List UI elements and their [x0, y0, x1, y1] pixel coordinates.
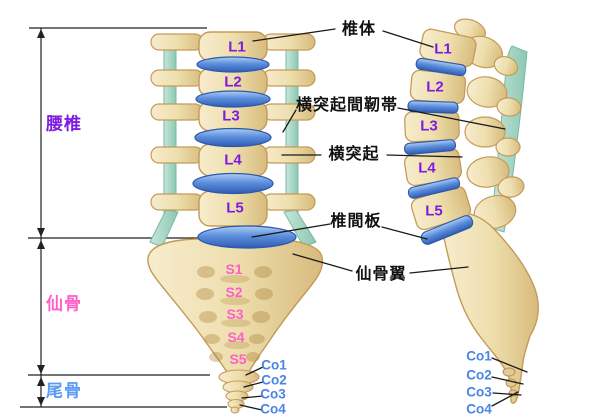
front-view-illustration: [147, 31, 324, 414]
leader-lines: [239, 28, 528, 411]
side-l3-label: L3: [420, 117, 438, 135]
side-co3-label: Co3: [466, 384, 492, 400]
front-l3-label: L3: [222, 107, 240, 125]
front-s4-label: S4: [227, 329, 245, 345]
sacral-foramina-icon: [196, 266, 273, 362]
label-transverse-process: 横突起: [328, 146, 380, 163]
front-s3-label: S3: [226, 306, 244, 322]
side-l4-label: L4: [418, 159, 436, 177]
label-sacral-ala: 仙骨翼: [355, 266, 407, 283]
front-l1-label: L1: [228, 38, 246, 56]
label-lumbar-region: 腰椎: [46, 114, 82, 134]
side-sacrum-coccyx-icon: [442, 212, 539, 404]
label-intertransverse-ligament: 横突起間靭帯: [295, 97, 399, 114]
front-co4-label: Co4: [260, 401, 286, 417]
front-l2-label: L2: [224, 73, 242, 91]
side-co1-label: Co1: [466, 348, 492, 364]
label-coccyx-region: 尾骨: [46, 381, 82, 401]
side-posterior-processes-icon: [453, 18, 525, 229]
side-co2-label: Co2: [466, 367, 492, 383]
front-co2-label: Co2: [261, 372, 287, 388]
front-s5-label: S5: [229, 351, 247, 367]
label-vertebral-body: 椎体: [341, 21, 377, 38]
side-view-illustration: [403, 18, 539, 404]
front-s1-label: S1: [225, 261, 243, 277]
label-intervertebral-disc: 椎間板: [330, 213, 382, 230]
front-s2-label: S2: [225, 284, 243, 300]
front-l4-label: L4: [224, 151, 242, 169]
side-vertebral-bodies-icon: [403, 28, 477, 231]
dimension-lines: [20, 27, 227, 408]
side-l2-label: L2: [426, 78, 444, 96]
front-l5-label: L5: [226, 199, 244, 217]
side-l1-label: L1: [434, 40, 452, 58]
side-discs-icon: [403, 57, 474, 245]
front-discs-icon: [192, 56, 297, 249]
label-sacrum-region: 仙骨: [46, 294, 82, 314]
front-co3-label: Co3: [260, 386, 286, 402]
side-l5-label: L5: [425, 202, 443, 220]
front-co1-label: Co1: [261, 357, 287, 373]
side-co4-label: Co4: [466, 401, 492, 417]
dimension-arrowheads: [37, 29, 45, 406]
